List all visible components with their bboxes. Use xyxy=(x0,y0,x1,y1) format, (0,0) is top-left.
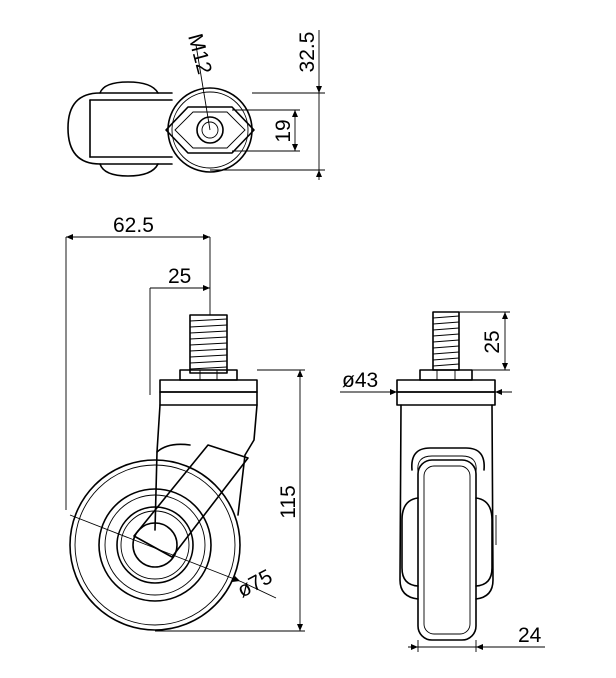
side-stem-length-label: 25 xyxy=(168,265,191,288)
top-view xyxy=(67,30,325,180)
wheel-width-label: 24 xyxy=(518,624,542,647)
total-height-label: 115 xyxy=(277,485,300,518)
flange-height-label: 32.5 xyxy=(296,32,319,73)
plate-diameter-label: ø43 xyxy=(342,369,378,392)
thread-lines-front xyxy=(432,315,460,367)
total-offset-label: 62.5 xyxy=(113,214,154,237)
wheel-diameter-label: ø75 xyxy=(234,565,277,602)
front-view xyxy=(340,311,545,652)
thread-size-label: M12 xyxy=(183,31,216,76)
side-view xyxy=(65,234,305,632)
hex-size-label: 19 xyxy=(272,119,295,142)
thread-lines-side xyxy=(189,318,228,370)
front-stem-length-label: 25 xyxy=(481,330,504,353)
